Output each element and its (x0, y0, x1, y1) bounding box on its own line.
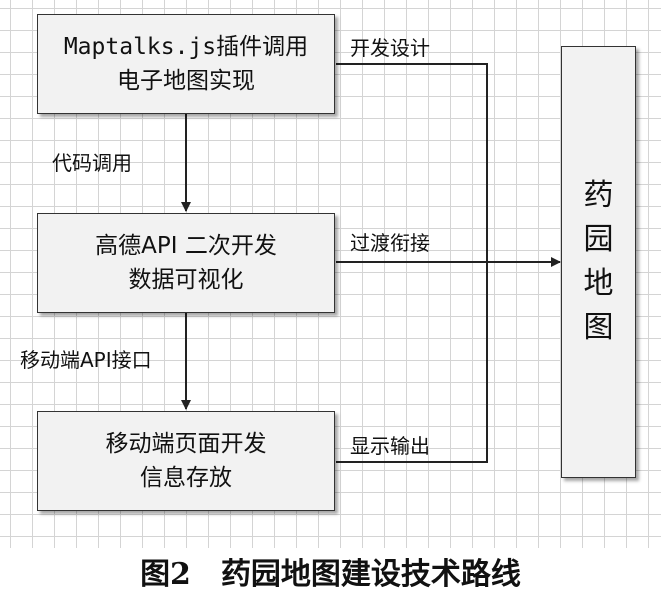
label-dev-design: 开发设计 (350, 36, 430, 60)
box-amap-api: 高德API 二次开发 数据可视化 (37, 213, 335, 313)
label-transition: 过渡衔接 (350, 231, 430, 255)
figure-caption: 图2 药园地图建设技术路线 (0, 552, 661, 598)
box-maptalks-line2: 电子地图实现 (117, 68, 255, 94)
box-maptalks-line1: Maptalks.js插件调用 (63, 34, 309, 60)
figure-number: 图2 (140, 557, 191, 592)
box-maptalks: Maptalks.js插件调用 电子地图实现 (37, 14, 335, 114)
figure-title: 药园地图建设技术路线 (220, 557, 521, 592)
box-mobile-page: 移动端页面开发 信息存放 (37, 411, 335, 511)
box-mobile-page-line2: 信息存放 (140, 465, 232, 491)
result-char-1: 药 (583, 178, 614, 213)
box-herb-garden-map: 药 园 地 图 (561, 46, 636, 478)
result-char-4: 图 (583, 310, 614, 345)
result-char-2: 园 (583, 222, 614, 257)
connector-box1-collector (336, 63, 488, 262)
label-mobile-api: 移动端API接口 (20, 348, 152, 372)
label-code-call: 代码调用 (52, 151, 132, 175)
connector-box3-collector (336, 262, 488, 463)
box-amap-api-line2: 数据可视化 (128, 267, 244, 293)
connector-lines (181, 63, 561, 463)
box-mobile-page-line1: 移动端页面开发 (105, 431, 267, 457)
label-display-output: 显示输出 (350, 434, 430, 458)
box-amap-api-line1: 高德API 二次开发 (95, 233, 277, 259)
result-char-3: 地 (583, 266, 614, 301)
